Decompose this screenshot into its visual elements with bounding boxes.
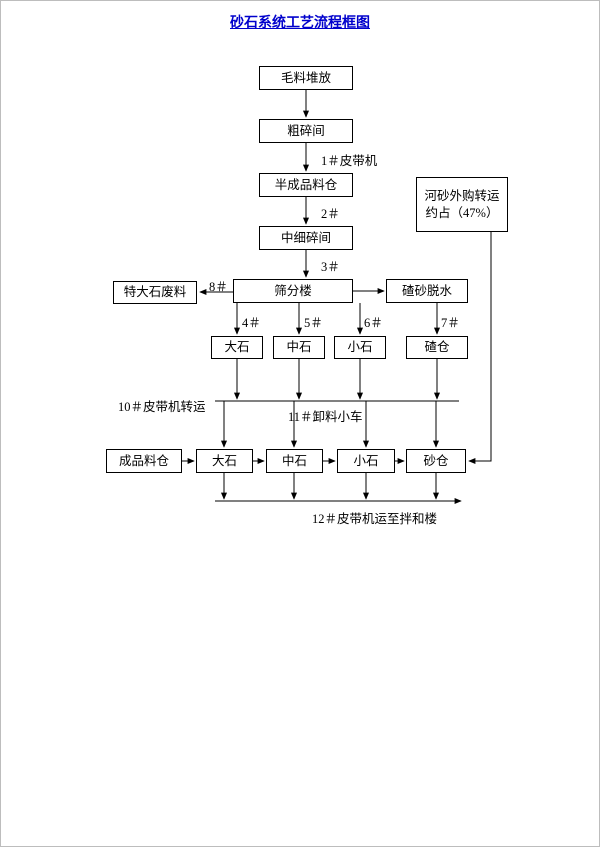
edge-label-4: 4＃	[242, 316, 261, 330]
node-mid-fine-crushing: 中细碎间	[259, 226, 353, 250]
edge-label-belt10: 10＃皮带机转运	[118, 400, 206, 414]
river-sand-line1: 河砂外购转运	[424, 189, 500, 204]
node-sand-silo: 砂仓	[406, 449, 466, 473]
node-raw-material-pile: 毛料堆放	[259, 66, 353, 90]
node-big-stone-bin: 大石	[211, 336, 263, 359]
edge-label-belt1: 1＃皮带机	[321, 154, 378, 168]
edge-label-2: 2＃	[321, 207, 340, 221]
node-mid-stone-silo: 中石	[266, 449, 323, 473]
node-small-stone-silo: 小石	[337, 449, 395, 473]
node-gravel-silo: 碴仓	[406, 336, 468, 359]
node-oversize-waste: 特大石废料	[113, 281, 197, 304]
node-semi-product-silo: 半成品料仓	[259, 173, 353, 197]
edge-label-8: 8＃	[209, 280, 228, 294]
edge-label-trolley11: 11＃卸料小车	[288, 410, 363, 424]
node-screening-building: 筛分楼	[233, 279, 353, 303]
node-gravel-dewatering: 碴砂脱水	[386, 279, 468, 303]
edge-label-belt12: 12＃皮带机运至拌和楼	[312, 512, 438, 526]
edge-label-5: 5＃	[304, 316, 323, 330]
node-small-stone-bin: 小石	[334, 336, 386, 359]
page-title: 砂石系统工艺流程框图	[1, 12, 599, 32]
node-big-stone-silo: 大石	[196, 449, 253, 473]
node-river-sand-purchase: 河砂外购转运 约占（47%）	[416, 177, 508, 232]
edge-label-3: 3＃	[321, 260, 340, 274]
node-coarse-crushing: 粗碎间	[259, 119, 353, 143]
arrow-riversand-to-sand-silo	[468, 232, 492, 465]
node-mid-stone-bin: 中石	[273, 336, 325, 359]
edge-label-6: 6＃	[364, 316, 383, 330]
page-title-text: 砂石系统工艺流程框图	[230, 16, 370, 31]
node-finished-product-silo: 成品料仓	[106, 449, 182, 473]
edge-label-7: 7＃	[441, 316, 460, 330]
river-sand-line2: 约占（47%）	[425, 205, 499, 220]
